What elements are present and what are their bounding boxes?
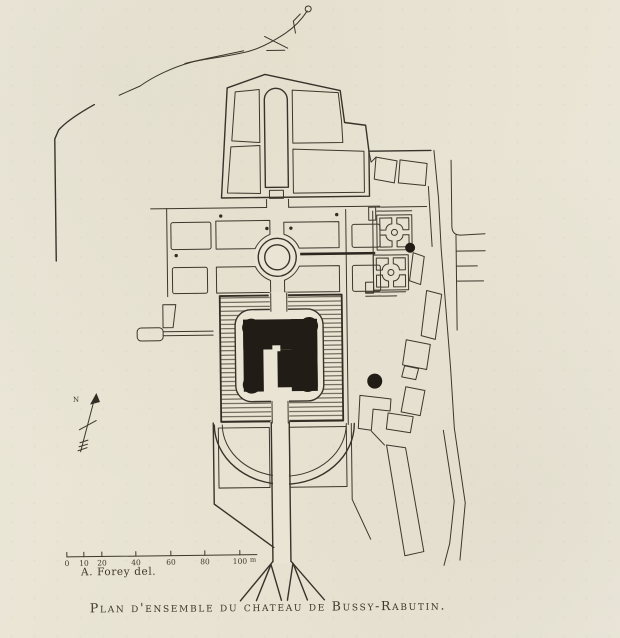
- garden-streets: [150, 198, 381, 425]
- park-boundary: [54, 103, 96, 262]
- moat-bank: [219, 294, 344, 423]
- parterre-bed: [171, 266, 209, 295]
- country-roads: [118, 5, 312, 96]
- parterre-bed: [283, 221, 340, 249]
- dovecote: [367, 373, 383, 389]
- outbuilding: [136, 327, 164, 342]
- forecourt-bed: [288, 426, 348, 488]
- farm-building: [357, 394, 392, 431]
- tree-dot: [265, 226, 269, 231]
- garden-bed: [292, 148, 365, 194]
- scale-unit-label: m: [250, 556, 256, 564]
- chateau-building: [242, 316, 319, 394]
- road-end-marker: [304, 5, 312, 13]
- scale-tick-label: 20: [97, 558, 107, 567]
- goose-foot: [239, 560, 326, 602]
- scale-bar: 0 10 20 40 60 80 100 m: [65, 549, 258, 568]
- parterre-bed: [351, 223, 381, 248]
- farm-buildings: [357, 150, 443, 557]
- scale-tick-label: 10: [79, 559, 89, 568]
- parterre-bed: [351, 264, 382, 292]
- west-outbuildings: [136, 304, 214, 342]
- tree-dot: [289, 226, 293, 230]
- tree-dot: [219, 214, 223, 218]
- north-arrow: N: [73, 393, 100, 453]
- tree-dot: [174, 253, 178, 258]
- farm-building: [400, 386, 426, 417]
- garden-bed: [231, 89, 261, 144]
- terrace-wall: [300, 251, 376, 256]
- boundary-ledge: [368, 149, 432, 152]
- scale-tick-label: 0: [65, 559, 70, 568]
- garden-bed: [291, 89, 344, 144]
- fountain-basin: [254, 234, 301, 281]
- figure-attribution: A. Forey del.: [80, 565, 157, 579]
- outbuilding: [162, 304, 177, 329]
- south-causeway: [270, 399, 290, 424]
- north-arrowhead: [90, 393, 100, 405]
- service-parterres: [365, 206, 428, 297]
- scale-tick-label: 60: [166, 558, 176, 567]
- scale-tick-label: 40: [131, 558, 141, 567]
- alley-basin: [268, 189, 285, 199]
- upper-garden: [220, 73, 432, 199]
- parterre-bed: [170, 221, 212, 251]
- entrance-notch: [272, 345, 281, 352]
- service-path: [162, 330, 214, 337]
- scale-tick-label: 100: [233, 557, 248, 566]
- parterre-bed: [215, 266, 272, 294]
- service-building: [409, 252, 425, 286]
- scale-tick-label: 80: [200, 557, 210, 566]
- forecourt-bed: [217, 426, 271, 489]
- parterre-bed: [215, 219, 271, 250]
- arrow-cross: [78, 420, 97, 431]
- east-roads: [427, 149, 486, 566]
- farm-building: [385, 412, 414, 434]
- garden-bed: [226, 145, 261, 195]
- parterre-bed: [284, 265, 341, 293]
- barn: [401, 365, 420, 381]
- long-barn: [386, 444, 425, 557]
- barn: [420, 290, 443, 340]
- small-pavilion: [405, 242, 416, 253]
- figure-caption: Plan d'ensemble du chateau de Bussy-Rabu…: [89, 597, 447, 616]
- arrow-feathers: [77, 439, 89, 452]
- forecourt-avenue: [212, 421, 372, 602]
- north-label: N: [73, 396, 79, 404]
- grand-avenue: [270, 421, 292, 563]
- farm-building: [373, 156, 398, 184]
- farm-building: [397, 159, 428, 187]
- barn: [402, 339, 431, 371]
- south-boundary: [212, 422, 275, 549]
- north-causeway: [269, 292, 288, 312]
- grand-alley: [263, 87, 290, 189]
- quatrefoil-parterre: [372, 254, 410, 291]
- tree-dot: [335, 212, 339, 217]
- west-wing: [242, 319, 264, 392]
- moat-outline: [234, 308, 325, 403]
